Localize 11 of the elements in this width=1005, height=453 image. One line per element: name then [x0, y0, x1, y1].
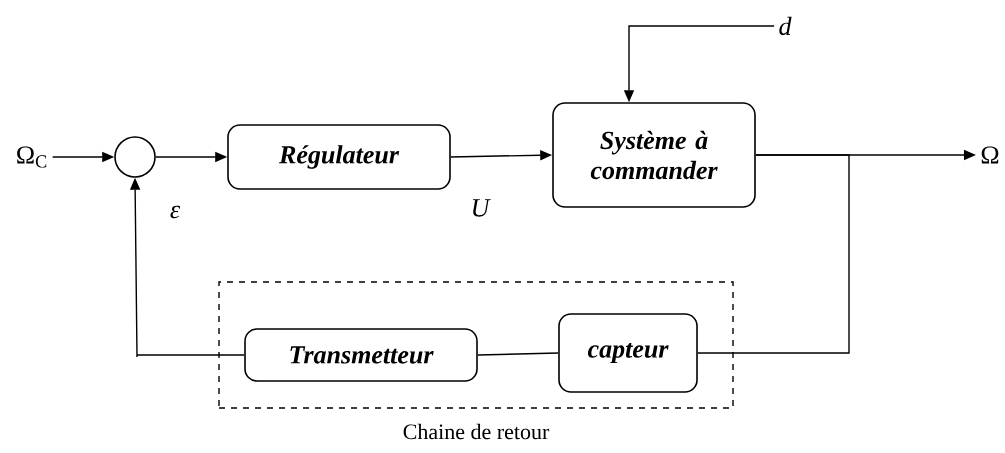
- signal-label: Ω$_{C}$: [17, 146, 47, 168]
- node-label: Chaine de retour: [403, 423, 550, 440]
- process-box: Régulateur: [227, 124, 451, 190]
- process-box: capteur: [558, 313, 698, 393]
- signal-label: d: [779, 16, 792, 36]
- summing-circle: [114, 136, 156, 178]
- edge-label: ε: [167, 203, 183, 221]
- process-box: Transmetteur: [244, 328, 478, 382]
- edge-label: U: [468, 197, 492, 219]
- signal-label: Ω: [981, 146, 999, 164]
- process-box: Système à commander: [552, 102, 756, 208]
